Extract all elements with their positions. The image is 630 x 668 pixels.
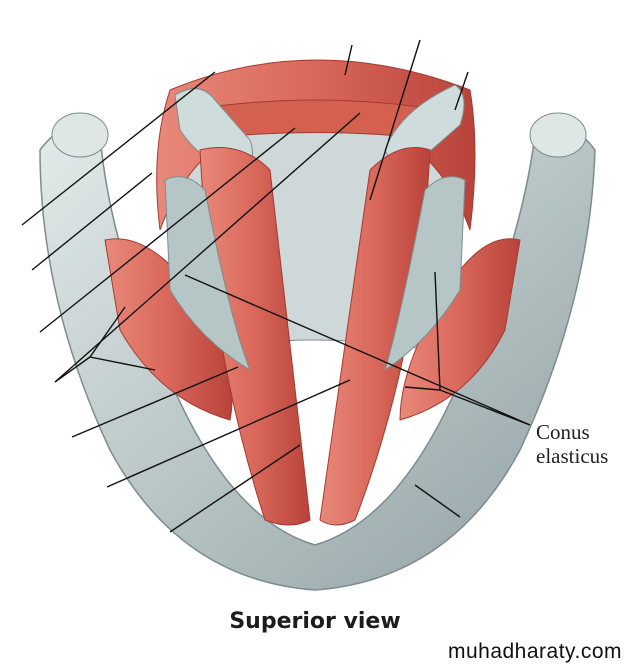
leader-line — [21, 71, 216, 226]
figure-caption: Superior view — [229, 609, 401, 634]
superior-horn-left — [51, 112, 109, 158]
conus-elasticus-right — [384, 176, 466, 372]
leader-line — [71, 366, 239, 438]
leader-line — [169, 444, 301, 533]
leader-lines — [21, 39, 531, 533]
leader-line — [31, 172, 153, 271]
leader-line — [404, 386, 441, 391]
leader-line — [369, 39, 421, 201]
conus-elasticus-left — [164, 176, 252, 372]
leader-line-conus-elasticus — [184, 274, 531, 426]
label-conus-elasticus: Conus elasticus — [536, 420, 609, 468]
leader-line — [89, 356, 156, 371]
leader-line — [434, 271, 441, 391]
watermark: muhadharaty.com — [447, 640, 622, 663]
superior-horn-right — [529, 112, 587, 158]
leader-line — [106, 379, 351, 488]
leader-line — [39, 127, 296, 333]
leader-line — [54, 356, 91, 383]
leader-line — [439, 389, 531, 426]
leader-line — [54, 112, 361, 383]
leader-line — [89, 306, 126, 358]
leader-line — [454, 71, 469, 111]
leader-line — [344, 44, 353, 76]
lateral-cricoarytenoid-right — [399, 238, 521, 421]
leader-line — [414, 484, 461, 518]
